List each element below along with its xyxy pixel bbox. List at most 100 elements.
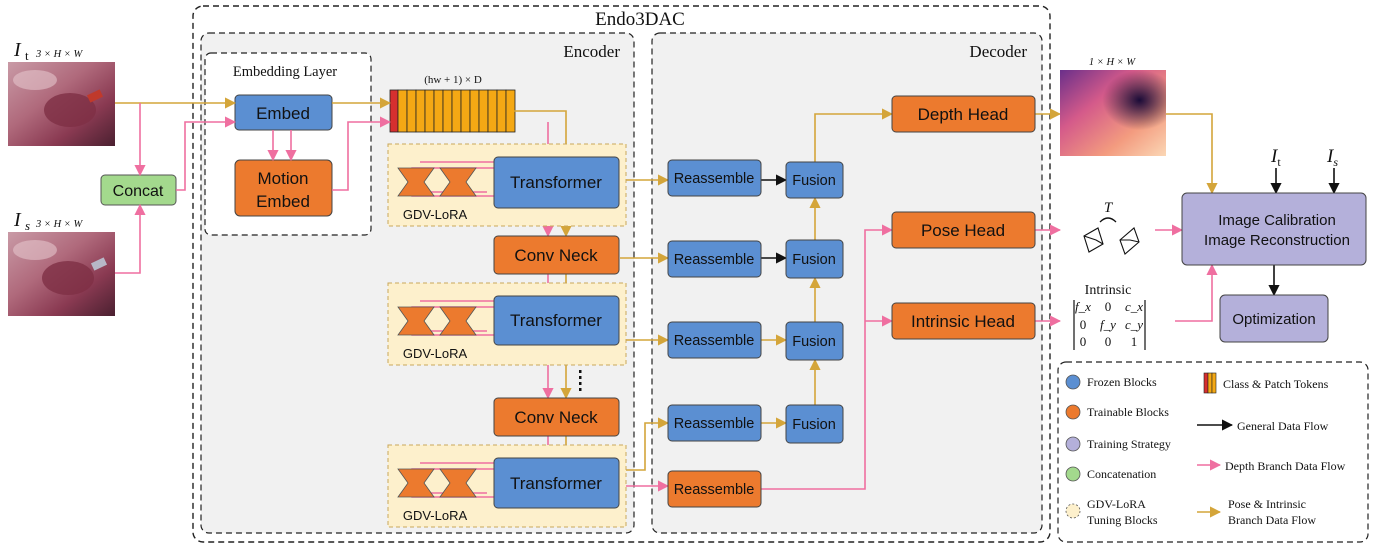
optimization-block	[1219, 294, 1329, 343]
ellipsis-dots	[579, 370, 582, 391]
patch-token	[478, 89, 489, 133]
depth-head-label: Depth Head	[918, 105, 1009, 124]
legend-depth-label: Depth Branch Data Flow	[1225, 459, 1346, 473]
reassemble-block-4	[667, 404, 762, 442]
hourglass-icon	[439, 468, 477, 498]
hourglass-icon	[397, 306, 435, 336]
calibration-line1: Image Calibration	[1218, 212, 1336, 229]
reassemble-label-3: Reassemble	[674, 333, 755, 349]
matrix-fy: f_y	[1100, 317, 1116, 332]
gdv-lora-label: GDV-LoRA	[403, 207, 468, 222]
motion-embed-line2: Embed	[256, 192, 310, 211]
patch-token	[460, 89, 471, 133]
pose-arc-icon	[1099, 217, 1117, 223]
embedding-layer-label: Embedding Layer	[233, 64, 337, 80]
calibration-line2: Image Reconstruction	[1204, 232, 1350, 249]
intrinsic-label: Intrinsic	[1085, 283, 1132, 298]
transformer-label-2: Transformer	[510, 311, 602, 330]
intrinsic-matrix: f_x 0 c_x 0 f_y c_y 0 0 1	[1073, 299, 1146, 350]
hourglass-icon	[439, 306, 477, 336]
encoder-label: Encoder	[563, 42, 620, 61]
fusion-label-3: Fusion	[792, 334, 836, 350]
gdv-lora-label: GDV-LoRA	[403, 346, 468, 361]
patch-token	[397, 89, 408, 133]
transformer-label-1: Transformer	[510, 173, 602, 192]
hourglass-icon	[397, 167, 435, 197]
legend-concat-label: Concatenation	[1087, 467, 1156, 481]
motion-embed-block	[234, 159, 333, 217]
reassemble-label-4: Reassemble	[674, 416, 755, 432]
embed-label: Embed	[256, 104, 310, 123]
legend-gdv-line2: Tuning Blocks	[1087, 513, 1158, 527]
calibration-block	[1181, 192, 1367, 266]
legend-frozen-label: Frozen Blocks	[1087, 375, 1157, 389]
hourglass-icon	[439, 167, 477, 197]
fusion-label-1: Fusion	[792, 173, 836, 189]
patch-token	[451, 89, 462, 133]
patch-token	[442, 89, 453, 133]
intrinsic-head-label: Intrinsic Head	[911, 312, 1015, 331]
patch-token	[433, 89, 444, 133]
motion-embed-line1: Motion	[257, 169, 308, 188]
fusion-block-3	[785, 321, 844, 361]
reassemble-block-5	[667, 470, 762, 508]
camera-pair-icon	[1083, 227, 1140, 255]
fusion-label-2: Fusion	[792, 252, 836, 268]
matrix-fx: f_x	[1075, 299, 1091, 314]
conv-neck-label-2: Conv Neck	[514, 408, 598, 427]
legend-trainable-swatch	[1065, 404, 1081, 420]
transformer-block-3	[493, 457, 620, 509]
legend-concat-swatch	[1065, 466, 1081, 482]
matrix-r2c2: 1	[1131, 334, 1138, 349]
pose-head-block	[891, 211, 1036, 249]
transformer-block-2	[493, 295, 620, 346]
patch-token	[505, 89, 516, 133]
is-label: I	[13, 209, 22, 231]
fusion-block-1	[785, 161, 844, 199]
legend-tokens-swatch	[1203, 372, 1217, 394]
token-dims: (hw + 1) × D	[424, 74, 482, 86]
it-sub: t	[25, 48, 29, 63]
patch-token	[424, 89, 435, 133]
fusion-label-4: Fusion	[792, 417, 836, 433]
pose-head-label: Pose Head	[921, 221, 1005, 240]
reassemble-block-3	[667, 321, 762, 359]
conv-neck-block-1	[493, 235, 620, 275]
legend-frozen-swatch	[1065, 374, 1081, 390]
matrix-cx: c_x	[1125, 299, 1143, 314]
legend-gdv-swatch	[1065, 503, 1081, 519]
reassemble-block-1	[667, 159, 762, 197]
fusion-block-4	[785, 404, 844, 444]
reassemble-label-1: Reassemble	[674, 171, 755, 187]
gdv-lora-module: GDV-LoRA	[397, 161, 494, 222]
patch-token	[415, 89, 426, 133]
embed-block	[234, 94, 333, 131]
matrix-r0c1: 0	[1105, 299, 1112, 314]
conv-neck-label-1: Conv Neck	[514, 246, 598, 265]
transformer-label-3: Transformer	[510, 474, 602, 493]
reassemble-label-2: Reassemble	[674, 252, 755, 268]
is-dims: 3 × H × W	[35, 219, 84, 230]
pose-symbol: T	[1104, 200, 1114, 216]
patch-token	[496, 89, 507, 133]
it-dims: 3 × H × W	[35, 49, 84, 60]
matrix-cy: c_y	[1125, 317, 1143, 332]
gdv-lora-label: GDV-LoRA	[403, 508, 468, 523]
calib-is-label: Is	[1326, 146, 1338, 169]
legend-tokens-label: Class & Patch Tokens	[1223, 377, 1329, 391]
matrix-r1c0: 0	[1080, 317, 1087, 332]
legend-general-label: General Data Flow	[1237, 419, 1329, 433]
diagram-title: Endo3DAC	[595, 9, 685, 30]
legend-gdv-line1: GDV-LoRA	[1087, 497, 1146, 511]
patch-token	[487, 89, 498, 133]
class-patch-tokens	[389, 89, 516, 133]
decoder-label: Decoder	[969, 42, 1027, 61]
matrix-r2c0: 0	[1080, 334, 1087, 349]
legend-training-swatch	[1065, 436, 1081, 452]
legend-pose-line1: Pose & Intrinsic	[1228, 497, 1306, 511]
depth-dims: 1 × H × W	[1089, 57, 1137, 68]
legend-trainable-label: Trainable Blocks	[1087, 405, 1169, 419]
fusion-block-2	[785, 239, 844, 279]
